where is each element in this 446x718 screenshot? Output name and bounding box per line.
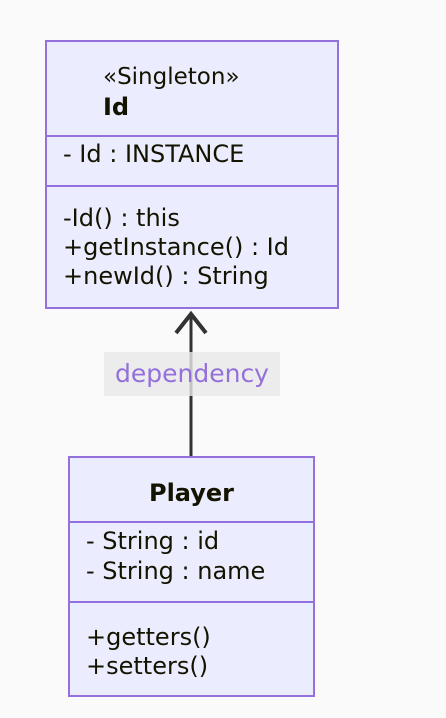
class-id-divider-1 xyxy=(47,135,337,137)
class-player-name: Player xyxy=(148,479,235,507)
class-id[interactable]: «Singleton» Id - Id : INSTANCE -Id() : t… xyxy=(45,40,339,309)
class-id-divider-2 xyxy=(47,185,337,187)
class-player-divider-2 xyxy=(70,601,313,603)
class-id-method: +newId() : String xyxy=(63,262,269,290)
class-id-name: Id xyxy=(103,93,130,121)
class-player-method: +setters() xyxy=(86,652,209,680)
class-player-divider-1 xyxy=(70,521,313,523)
class-player-methods: +getters() +setters() xyxy=(70,603,313,695)
class-id-stereotype: «Singleton» xyxy=(103,64,240,90)
class-id-method: -Id() : this xyxy=(63,204,180,232)
class-player-header: Player xyxy=(70,458,313,522)
dependency-arrowhead xyxy=(174,310,208,335)
class-player[interactable]: Player - String : id - String : name +ge… xyxy=(68,456,315,697)
class-player-attribute: - String : id xyxy=(86,527,220,555)
class-id-header: «Singleton» Id xyxy=(47,42,337,136)
dependency-label: dependency xyxy=(104,352,280,396)
class-id-attribute: - Id : INSTANCE xyxy=(63,140,245,168)
class-player-attributes: - String : id - String : name xyxy=(70,523,313,601)
class-id-method: +getInstance() : Id xyxy=(63,233,289,261)
class-id-methods: -Id() : this +getInstance() : Id +newId(… xyxy=(47,187,337,307)
class-player-method: +getters() xyxy=(86,623,211,651)
class-player-attribute: - String : name xyxy=(86,557,266,585)
class-id-attributes: - Id : INSTANCE xyxy=(47,137,337,185)
